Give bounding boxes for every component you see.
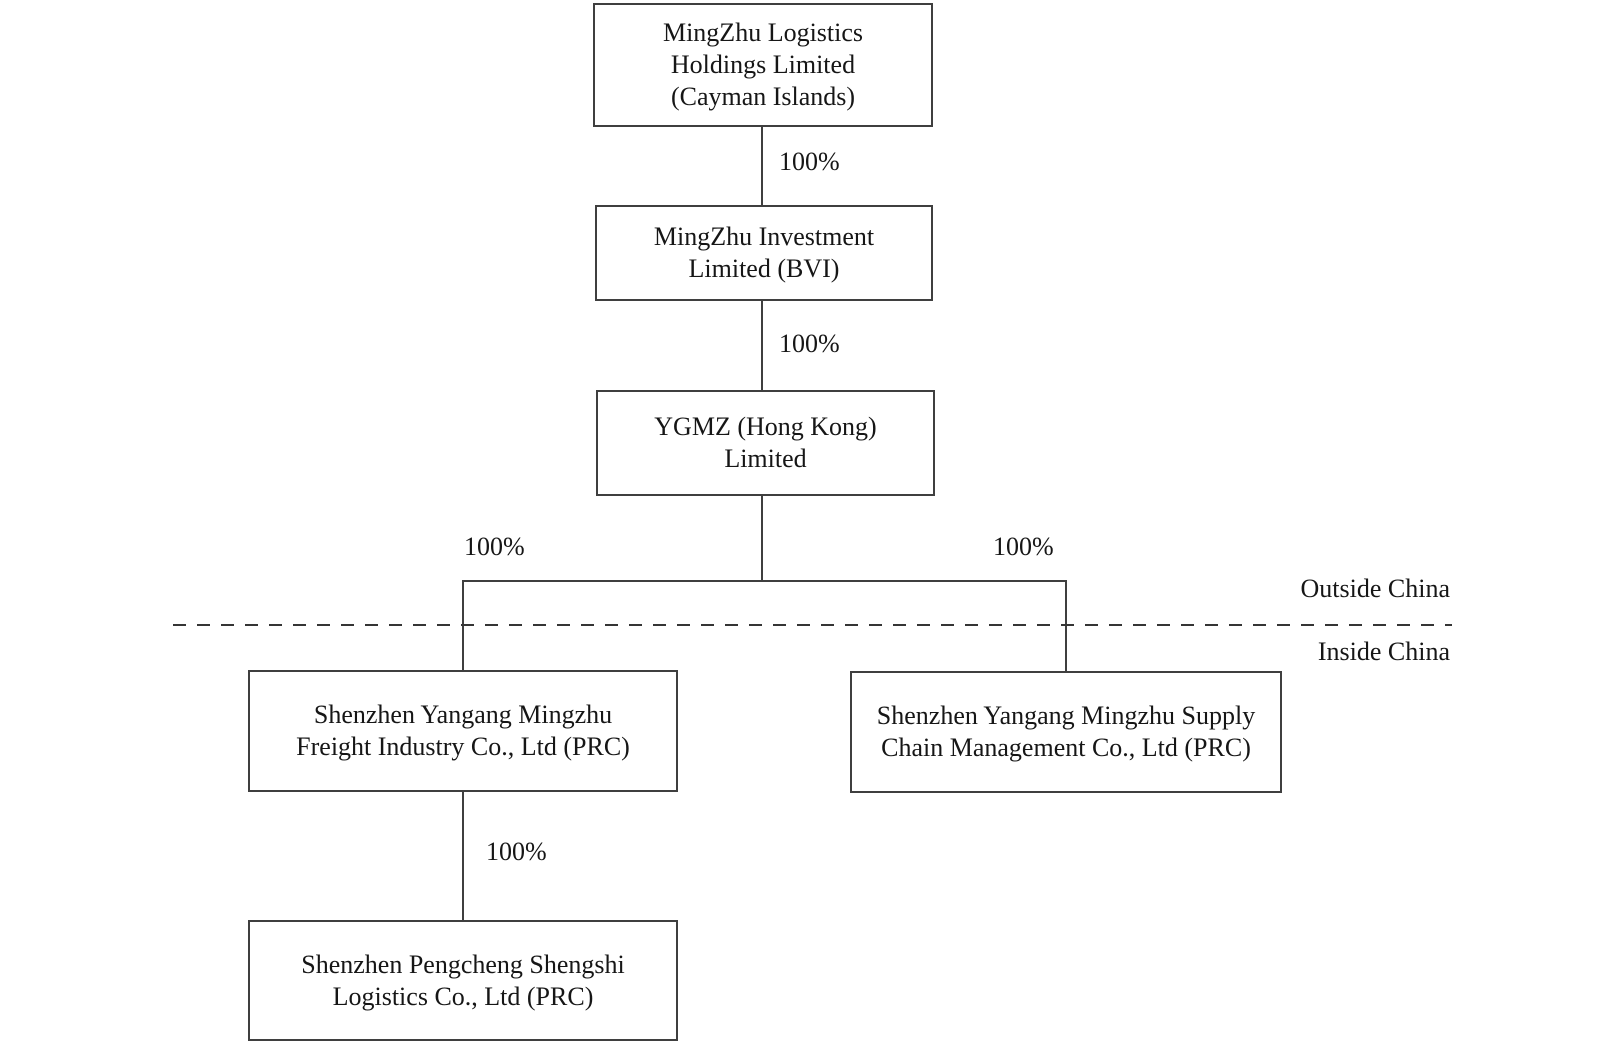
node-label-shenzhen-supply-chain: Shenzhen Yangang Mingzhu Supply Chain Ma… <box>876 701 1256 762</box>
node-label-shenzhen-freight-industry: Shenzhen Yangang Mingzhu Freight Industr… <box>296 700 630 761</box>
edge-label-bvi-to-hk: 100% <box>779 329 840 358</box>
node-shenzhen-freight-industry: Shenzhen Yangang Mingzhu Freight Industr… <box>248 670 678 792</box>
node-mingzhu-investment: MingZhu Investment Limited (BVI) <box>595 205 933 301</box>
china-boundary-dashed-line <box>173 624 1452 626</box>
node-label-mingzhu-investment: MingZhu Investment Limited (BVI) <box>653 222 875 283</box>
edge-label-hk-to-freight: 100% <box>464 532 525 561</box>
connector-cayman-to-bvi <box>761 127 763 205</box>
region-label-outside-china: Outside China <box>1300 574 1451 603</box>
connector-freight-to-pengcheng <box>462 792 464 920</box>
connector-hk-to-branch <box>761 496 763 582</box>
node-label-mingzhu-logistics-holdings: MingZhu Logistics Holdings Limited (Caym… <box>662 18 864 111</box>
node-label-shenzhen-pengcheng-shengshi: Shenzhen Pengcheng Shengshi Logistics Co… <box>301 949 625 1011</box>
edge-label-cayman-to-bvi: 100% <box>779 147 840 176</box>
connector-branch-to-supply <box>1065 580 1067 672</box>
connector-branch-horizontal <box>462 580 1067 582</box>
node-ygmz-hong-kong: YGMZ (Hong Kong) Limited <box>596 390 935 496</box>
node-shenzhen-pengcheng-shengshi: Shenzhen Pengcheng Shengshi Logistics Co… <box>248 920 678 1041</box>
node-mingzhu-logistics-holdings: MingZhu Logistics Holdings Limited (Caym… <box>593 3 933 127</box>
region-label-inside-china: Inside China <box>1317 637 1450 666</box>
edge-label-freight-to-pengcheng: 100% <box>486 837 547 866</box>
node-label-ygmz-hong-kong: YGMZ (Hong Kong) Limited <box>654 412 877 473</box>
edge-label-hk-to-supply: 100% <box>993 532 1054 561</box>
connector-bvi-to-hk <box>761 301 763 390</box>
node-shenzhen-supply-chain: Shenzhen Yangang Mingzhu Supply Chain Ma… <box>850 671 1282 793</box>
